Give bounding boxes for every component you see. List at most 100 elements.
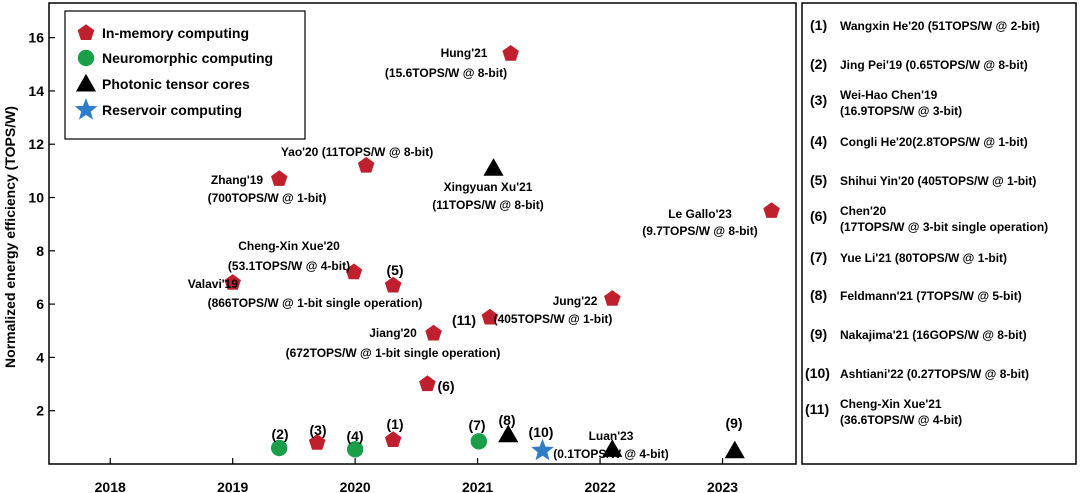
reference-number: (3) (810, 92, 827, 108)
neuromorphic-point (271, 439, 288, 457)
point-annotation: (0.1TOPS/W @ 4-bit) (553, 447, 669, 461)
x-tick-label: 2019 (217, 479, 248, 493)
reference-number: (5) (810, 172, 827, 188)
in-memory-point (763, 202, 780, 218)
point-number-label: (4) (346, 428, 363, 444)
reference-number: (6) (810, 208, 827, 224)
reference-text: Wei-Hao Chen'19 (840, 88, 938, 102)
in-memory-point (425, 324, 442, 341)
point-annotation: Luan'23 (589, 429, 634, 443)
photonic-point (483, 158, 504, 176)
in-memory-point (224, 274, 241, 290)
y-tick-label: 10 (28, 190, 44, 206)
y-tick-label: 2 (36, 403, 44, 419)
point-number-label: (5) (386, 262, 403, 278)
star-icon (74, 98, 98, 120)
photonic-point (724, 440, 745, 459)
photonic-point (602, 439, 623, 457)
reference-number: (11) (805, 401, 829, 417)
point-number-label: (11) (452, 312, 476, 328)
point-annotation: (9.7TOPS/W @ 8-bit) (642, 224, 758, 238)
point-number-label: (8) (498, 412, 515, 428)
reference-number: (2) (810, 56, 827, 72)
point-annotation: (700TOPS/W @ 1-bit) (208, 191, 327, 205)
legend-box (64, 10, 306, 140)
reference-text: Congli He'20(2.8TOPS/W @ 1-bit) (840, 135, 1028, 149)
point-annotation: Jiang'20 (369, 326, 417, 340)
y-tick-label: 12 (28, 136, 44, 152)
reference-number: (7) (810, 249, 827, 265)
reference-number: (9) (810, 326, 827, 342)
x-tick-label: 2023 (707, 479, 738, 493)
y-tick-label: 8 (36, 243, 44, 259)
y-axis-title: Normalized energy efficiency (TOPS/W) (2, 106, 18, 368)
reference-text: Wangxin He'20 (51TOPS/W @ 2-bit) (840, 19, 1040, 33)
point-annotation: Valavi'19 (188, 277, 239, 291)
point-number-label: (3) (309, 422, 326, 438)
x-tick-label: 2018 (95, 479, 126, 493)
x-tick-label: 2020 (340, 479, 371, 493)
reference-number: (8) (810, 287, 827, 303)
point-number-label: (6) (437, 378, 454, 394)
point-annotation: (405TOPS/W @ 1-bit) (494, 312, 613, 326)
reference-text: Chen'20 (840, 204, 887, 218)
point-annotation: (11TOPS/W @ 8-bit) (432, 198, 544, 212)
point-number-label: (9) (725, 415, 742, 431)
reference-text: Shihui Yin'20 (405TOPS/W @ 1-bit) (840, 174, 1036, 188)
circle-icon (77, 49, 95, 67)
x-tick-label: 2021 (462, 479, 493, 493)
data-points (224, 45, 780, 461)
legend-entry: Photonic tensor cores (102, 76, 250, 92)
point-annotation: Cheng-Xin Xue'20 (238, 239, 340, 253)
reference-text: (36.6TOPS/W @ 4-bit) (840, 413, 962, 427)
point-annotation: Zhang'19 (211, 173, 264, 187)
reference-text: Ashtiani'22 (0.27TOPS/W @ 8-bit) (840, 367, 1029, 381)
reference-panel-frame (801, 2, 1077, 465)
point-annotation: (15.6TOPS/W @ 8-bit) (385, 66, 507, 80)
point-annotation: Le Gallo'23 (668, 207, 732, 221)
point-annotation: (672TOPS/W @ 1-bit single operation) (286, 346, 501, 360)
legend-entry: In-memory computing (102, 25, 249, 41)
point-annotation: Xingyuan Xu'21 (444, 180, 533, 194)
point-number-label: (10) (529, 424, 554, 440)
x-tick-label: 2022 (584, 479, 615, 493)
legend-entry: Neuromorphic computing (102, 50, 273, 66)
reference-number: (10) (805, 365, 830, 381)
pentagon-icon (77, 24, 95, 40)
neuromorphic-point (470, 433, 488, 450)
point-annotation: (866TOPS/W @ 1-bit single operation) (208, 296, 423, 310)
point-annotation: Hung'21 (441, 46, 488, 60)
neuromorphic-point (346, 441, 364, 458)
point-labels: Valavi'19 (866TOPS/W @ 1-bit single opera… (188, 46, 758, 461)
plot-frame (48, 2, 797, 465)
reference-text: (17TOPS/W @ 3-bit single operation) (840, 220, 1048, 234)
triangle-icon (75, 73, 97, 92)
y-tick-label: 6 (36, 296, 44, 312)
y-tick-label: 4 (36, 349, 44, 365)
in-memory-point (345, 263, 363, 280)
reference-text: Cheng-Xin Xue'21 (840, 397, 942, 411)
in-memory-point (271, 170, 288, 186)
in-memory-point (502, 45, 519, 61)
in-memory-point (481, 308, 499, 325)
reference-number: (4) (810, 133, 827, 149)
in-memory-point (604, 290, 621, 306)
reservoir-point (531, 438, 554, 461)
reference-text: (16.9TOPS/W @ 3-bit) (840, 104, 962, 118)
in-memory-point (308, 434, 326, 450)
reference-text: Yue Li'21 (80TOPS/W @ 1-bit) (840, 251, 1007, 265)
reference-text: Feldmann'21 (7TOPS/W @ 5-bit) (840, 289, 1022, 303)
point-annotation: (53.1TOPS/W @ 4-bit) (228, 259, 350, 273)
reference-text: Nakajima'21 (16GOPS/W @ 8-bit) (840, 328, 1027, 342)
y-tick-label: 14 (28, 83, 44, 99)
in-memory-point (384, 276, 402, 293)
point-annotation: Yao'20 (11TOPS/W @ 8-bit) (281, 145, 433, 159)
point-number-label: (2) (271, 426, 288, 442)
reference-number: (1) (810, 17, 827, 33)
in-memory-point (419, 375, 436, 392)
in-memory-point (384, 431, 402, 447)
photonic-point (498, 424, 519, 443)
